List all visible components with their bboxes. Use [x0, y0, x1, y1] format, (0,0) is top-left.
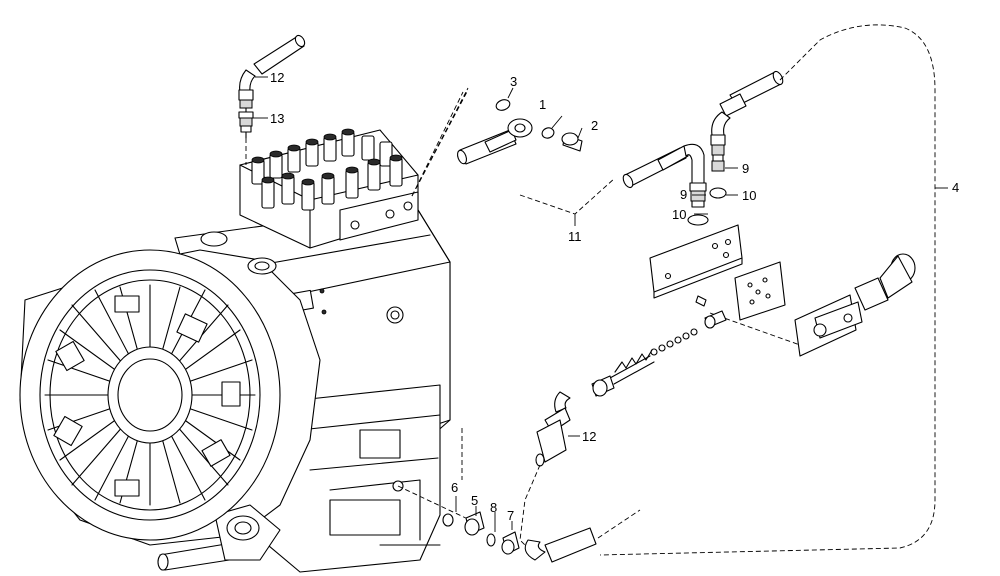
callout-1: 1 — [539, 97, 546, 112]
callout-6: 6 — [451, 480, 458, 495]
routing-line-11b — [411, 91, 616, 215]
callout-10-right: 10 — [742, 188, 756, 203]
banjo-fitting-group — [456, 87, 583, 165]
lower-hose — [535, 391, 580, 467]
callout-13: 13 — [270, 111, 284, 126]
routing-line-11 — [411, 87, 469, 197]
callout-8: 8 — [490, 500, 497, 515]
valve-plate — [649, 224, 743, 307]
callout-10-left: 10 — [672, 207, 686, 222]
relief-valve-parts — [591, 310, 727, 397]
callout-9-right: 9 — [742, 161, 749, 176]
callout-5: 5 — [471, 493, 478, 508]
upper-right-hose — [692, 70, 784, 215]
callout-11: 11 — [568, 229, 582, 244]
callout-3: 3 — [510, 74, 517, 89]
middle-hose — [622, 143, 709, 226]
routing-line-4 — [599, 24, 936, 556]
callout-7: 7 — [507, 508, 514, 523]
control-valve-block — [239, 128, 419, 249]
valve-block-plungers — [251, 128, 403, 211]
upper-hose-assembly — [238, 34, 306, 165]
bottom-fittings — [397, 485, 597, 563]
callout-4: 4 — [952, 180, 959, 195]
gasket-plate — [734, 261, 786, 321]
transmission-housing — [19, 204, 451, 573]
callout-12-bottom: 12 — [582, 429, 596, 444]
solenoid-valve — [794, 253, 916, 357]
routing-line-bottom — [597, 509, 641, 539]
callout-labels: 1 2 3 4 5 6 7 8 9 9 10 10 11 12 12 13 — [270, 70, 959, 523]
callout-12-top: 12 — [270, 70, 284, 85]
callout-9-left: 9 — [680, 187, 687, 202]
callout-2: 2 — [591, 118, 598, 133]
